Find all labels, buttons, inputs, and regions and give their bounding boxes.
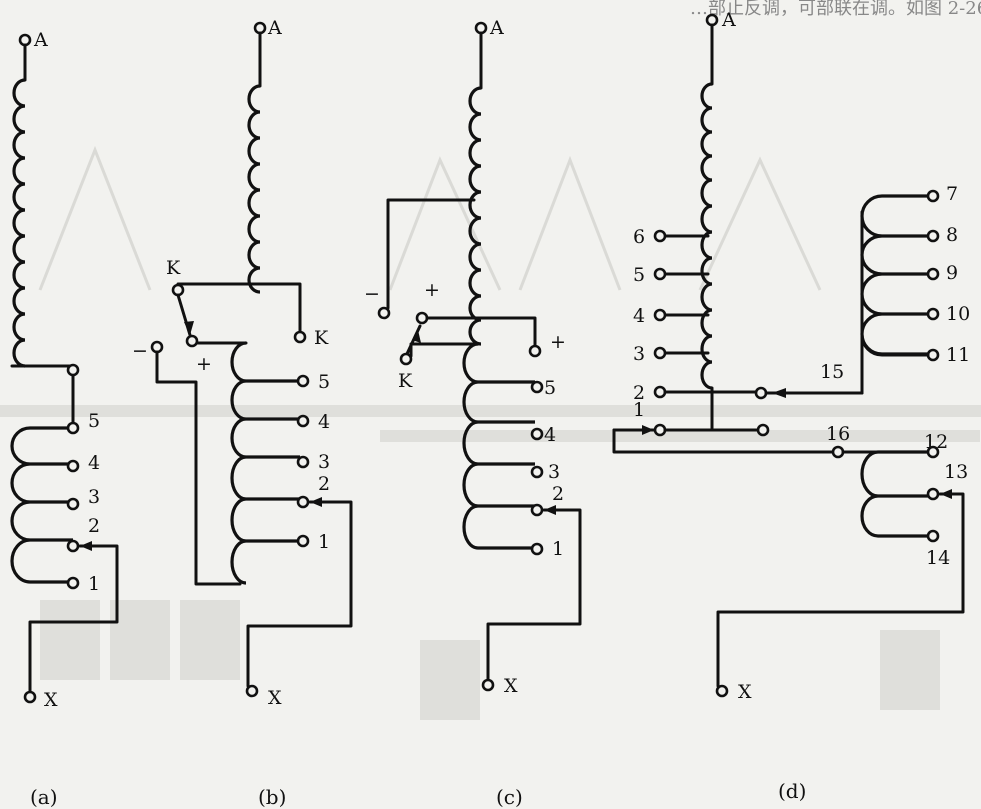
winding-d-main [700, 82, 713, 390]
selector-c-lead [486, 508, 582, 682]
label-c-k: K [398, 370, 413, 392]
tap-d-14: 14 [926, 547, 950, 569]
winding-c-main [468, 86, 482, 346]
tap-b-3: 3 [318, 451, 330, 473]
tap-d-13: 13 [944, 461, 968, 483]
label-c-top: A [489, 17, 504, 39]
label-d-bottom: X [738, 681, 752, 703]
caption-b: (b) [258, 785, 286, 809]
tap-a-2: 2 [88, 515, 100, 537]
selector-d-lead [716, 492, 965, 688]
label-c-plus-right: + [550, 331, 566, 353]
tap-a-3: 3 [88, 486, 100, 508]
label-d-16: 16 [826, 423, 850, 445]
label-d-15: 15 [820, 361, 844, 383]
tap-d-12: 12 [924, 431, 948, 453]
label-b-k-top: K [166, 257, 181, 279]
tap-a-1: 1 [88, 573, 100, 595]
diagram-c: A − + + K 5 4 3 2 1 X (c) [364, 17, 582, 809]
tap-c-3: 3 [548, 461, 560, 483]
tap-d-1: 1 [633, 399, 645, 421]
diagram-a: A 5 4 3 2 1 X (a) [10, 29, 119, 809]
tap-d-5: 5 [633, 264, 645, 286]
tap-d-8: 8 [946, 224, 958, 246]
tap-d-7: 7 [946, 183, 958, 205]
tap-d-10: 10 [946, 303, 970, 325]
selector-b-lead [246, 500, 353, 688]
tap-d-3: 3 [633, 343, 645, 365]
selector-a-lead [28, 544, 119, 694]
page-header-text: …部止反调，可部联在调。如图 2-26 所示为接线中的 [690, 0, 981, 19]
caption-c: (c) [496, 785, 523, 809]
label-b-plus: + [196, 353, 212, 375]
tap-d-11: 11 [946, 344, 970, 366]
label-b-top: A [267, 17, 282, 39]
tap-c-4: 4 [544, 424, 556, 446]
tap-d-6: 6 [633, 226, 645, 248]
label-c-bottom: X [504, 675, 518, 697]
tap-a-4: 4 [88, 452, 100, 474]
label-b-minus: − [132, 340, 148, 362]
caption-a: (a) [30, 785, 58, 809]
tap-a-5: 5 [88, 410, 100, 432]
tap-d-4: 4 [633, 305, 645, 327]
diagram-d: A 6 5 4 3 2 1 15 7 8 9 10 11 16 [612, 9, 970, 803]
tap-c-2: 2 [552, 483, 564, 505]
label-c-minus: − [364, 283, 380, 305]
winding-a-main [12, 78, 26, 368]
label-a-bottom: X [44, 689, 58, 711]
caption-d: (d) [778, 779, 806, 803]
tap-b-1: 1 [318, 531, 330, 553]
label-a-top: A [33, 29, 48, 51]
label-b-k-right: K [314, 327, 329, 349]
tap-d-2: 2 [633, 382, 645, 404]
tap-c-1: 1 [552, 538, 564, 560]
label-c-plus-left: + [424, 279, 440, 301]
tap-b-2: 2 [318, 473, 330, 495]
tap-b-4: 4 [318, 411, 330, 433]
label-b-bottom: X [268, 687, 282, 709]
diagram-b: A K K − + 5 4 3 2 1 X (b) [132, 17, 353, 809]
tap-b-5: 5 [318, 371, 330, 393]
tap-c-5: 5 [544, 377, 556, 399]
background-watermark [0, 145, 981, 720]
label-d-top: A [721, 9, 736, 31]
winding-b-main [247, 84, 261, 294]
tap-d-9: 9 [946, 262, 958, 284]
